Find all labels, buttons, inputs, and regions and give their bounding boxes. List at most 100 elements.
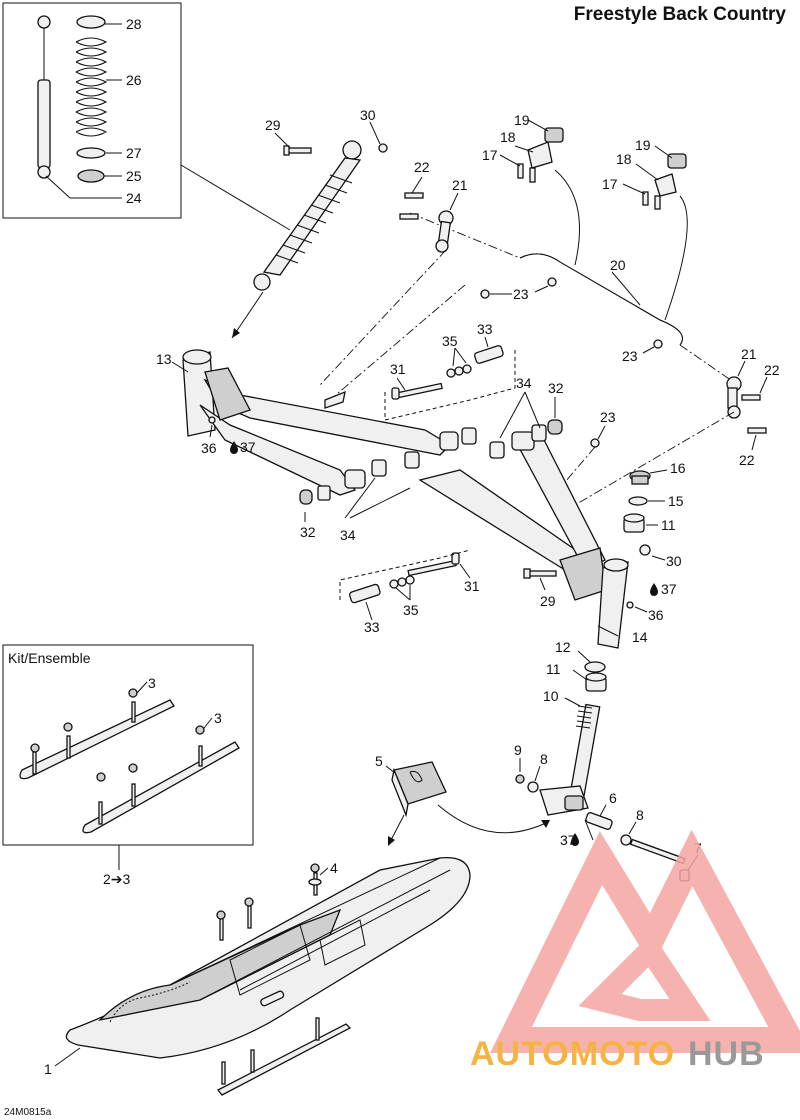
triangle-logo bbox=[490, 829, 800, 1053]
grease-drop-icon-37-spindle bbox=[571, 833, 579, 846]
ring-12 bbox=[584, 661, 606, 673]
callout-33-lower: 33 bbox=[364, 619, 380, 635]
callout-29-top: 29 bbox=[265, 117, 281, 133]
main-shock-absorber bbox=[253, 140, 362, 291]
bolts-22-right bbox=[741, 394, 767, 434]
callout-21-right: 21 bbox=[741, 346, 757, 362]
callout-33-upper: 33 bbox=[477, 321, 493, 337]
callout-9: 9 bbox=[514, 742, 522, 758]
nut-30-top bbox=[378, 143, 388, 153]
callout-23-lower: 23 bbox=[600, 409, 616, 425]
callout-23-mid: 23 bbox=[513, 286, 529, 302]
link-rod-21-right bbox=[726, 376, 742, 419]
callout-24: 24 bbox=[126, 190, 142, 206]
callout-37-left: 37 bbox=[240, 439, 256, 455]
callout-20: 20 bbox=[610, 257, 626, 273]
shock-absorber-inset bbox=[37, 15, 51, 179]
sway-bar bbox=[519, 253, 683, 346]
spacer-6 bbox=[585, 812, 613, 830]
ski-1 bbox=[65, 856, 471, 1059]
bushings-34-upper-left bbox=[299, 459, 387, 505]
shock-inset-box bbox=[2, 2, 182, 219]
nut-30-lower bbox=[639, 544, 651, 556]
lower-a-arm-14 bbox=[418, 431, 629, 649]
washers-35-lower bbox=[389, 575, 415, 589]
bushings-34-upper-right bbox=[404, 427, 477, 469]
callout-18-right: 18 bbox=[616, 151, 632, 167]
callout-29-lower: 29 bbox=[540, 593, 556, 609]
bolt-29-top bbox=[283, 145, 312, 156]
callout-36-right: 36 bbox=[648, 607, 664, 623]
callout-19-left: 19 bbox=[514, 112, 530, 128]
bolts-17-right bbox=[642, 191, 661, 210]
callout-15: 15 bbox=[668, 493, 684, 509]
callout-1: 1 bbox=[44, 1061, 52, 1077]
callout-3-lower: 3 bbox=[214, 710, 222, 726]
callout-13: 13 bbox=[156, 351, 172, 367]
ski-runner-bottom bbox=[216, 1017, 352, 1096]
bolts-22-left bbox=[399, 192, 424, 220]
callout-26: 26 bbox=[126, 72, 142, 88]
kit-reference: 2➔3 bbox=[103, 871, 131, 887]
bumper-5 bbox=[391, 761, 447, 818]
coil-spring-inset bbox=[75, 15, 108, 183]
callout-11-upper: 11 bbox=[661, 517, 676, 533]
grease-fitting-36-left bbox=[208, 416, 216, 424]
callout-32-left: 32 bbox=[300, 524, 316, 540]
washer-8-a bbox=[527, 781, 539, 793]
callout-35-upper: 35 bbox=[442, 333, 458, 349]
bolts-17-left bbox=[517, 163, 536, 183]
callout-14: 14 bbox=[632, 629, 648, 645]
grease-drop-icon-37-left bbox=[230, 441, 238, 454]
diagram-title: Freestyle Back Country bbox=[574, 4, 787, 25]
watermark-text-prefix: AUTOMOTO bbox=[470, 1035, 675, 1073]
cap-16 bbox=[629, 470, 651, 485]
link-rod-21-left bbox=[435, 210, 454, 253]
bolt-31-upper bbox=[391, 382, 443, 400]
callout-11-lower: 11 bbox=[546, 661, 561, 677]
nut-23-a bbox=[480, 289, 490, 299]
callout-16: 16 bbox=[670, 460, 686, 476]
bushing-11-lower bbox=[585, 672, 607, 692]
upper-a-arm-13 bbox=[182, 349, 452, 496]
shock-arrow-head bbox=[232, 328, 240, 338]
nut-23-c bbox=[653, 339, 663, 349]
sleeve-33-lower bbox=[349, 583, 381, 604]
nut-23-d bbox=[590, 438, 600, 448]
watermark-text-suffix: HUB bbox=[688, 1035, 765, 1073]
callout-8-a: 8 bbox=[540, 751, 548, 767]
sleeve-33-upper bbox=[473, 345, 504, 364]
shock-mount-bracket bbox=[324, 390, 346, 409]
callout-22-right: 22 bbox=[764, 362, 780, 378]
callout-30-top: 30 bbox=[360, 107, 376, 123]
inset-leader-lines bbox=[45, 23, 122, 199]
callout-4: 4 bbox=[330, 860, 338, 876]
runner-carbide-lower bbox=[82, 725, 240, 834]
callout-36-left: 36 bbox=[201, 440, 217, 456]
callout-34-right: 34 bbox=[516, 375, 532, 391]
callout-22-lower: 22 bbox=[739, 452, 755, 468]
callout-17-left: 17 bbox=[482, 147, 498, 163]
callout-21-left: 21 bbox=[452, 177, 468, 193]
callout-31-upper: 31 bbox=[390, 361, 406, 377]
bracket-18-right bbox=[654, 153, 687, 197]
callout-8-b: 8 bbox=[636, 807, 644, 823]
callout-32-right: 32 bbox=[548, 380, 564, 396]
callout-19-right: 19 bbox=[635, 137, 651, 153]
callout-23-right: 23 bbox=[622, 348, 638, 364]
bolt-29-lower bbox=[523, 568, 557, 579]
callout-17-right: 17 bbox=[602, 176, 618, 192]
drawing-code: 24M0815a bbox=[4, 1107, 52, 1118]
runner-carbide-upper bbox=[19, 688, 175, 780]
bolt-31-lower bbox=[407, 552, 460, 577]
spindle-10 bbox=[539, 703, 601, 816]
callout-3-upper: 3 bbox=[148, 675, 156, 691]
callout-12: 12 bbox=[555, 639, 571, 655]
callout-37-right: 37 bbox=[661, 581, 677, 597]
ring-15 bbox=[628, 496, 648, 506]
grease-drop-icon-37-right bbox=[650, 583, 658, 596]
grease-fitting-36-right bbox=[626, 601, 634, 609]
bushings-34-lower bbox=[489, 419, 563, 459]
callout-37-spindle: 37 bbox=[560, 832, 576, 848]
ski-studs bbox=[216, 863, 322, 941]
